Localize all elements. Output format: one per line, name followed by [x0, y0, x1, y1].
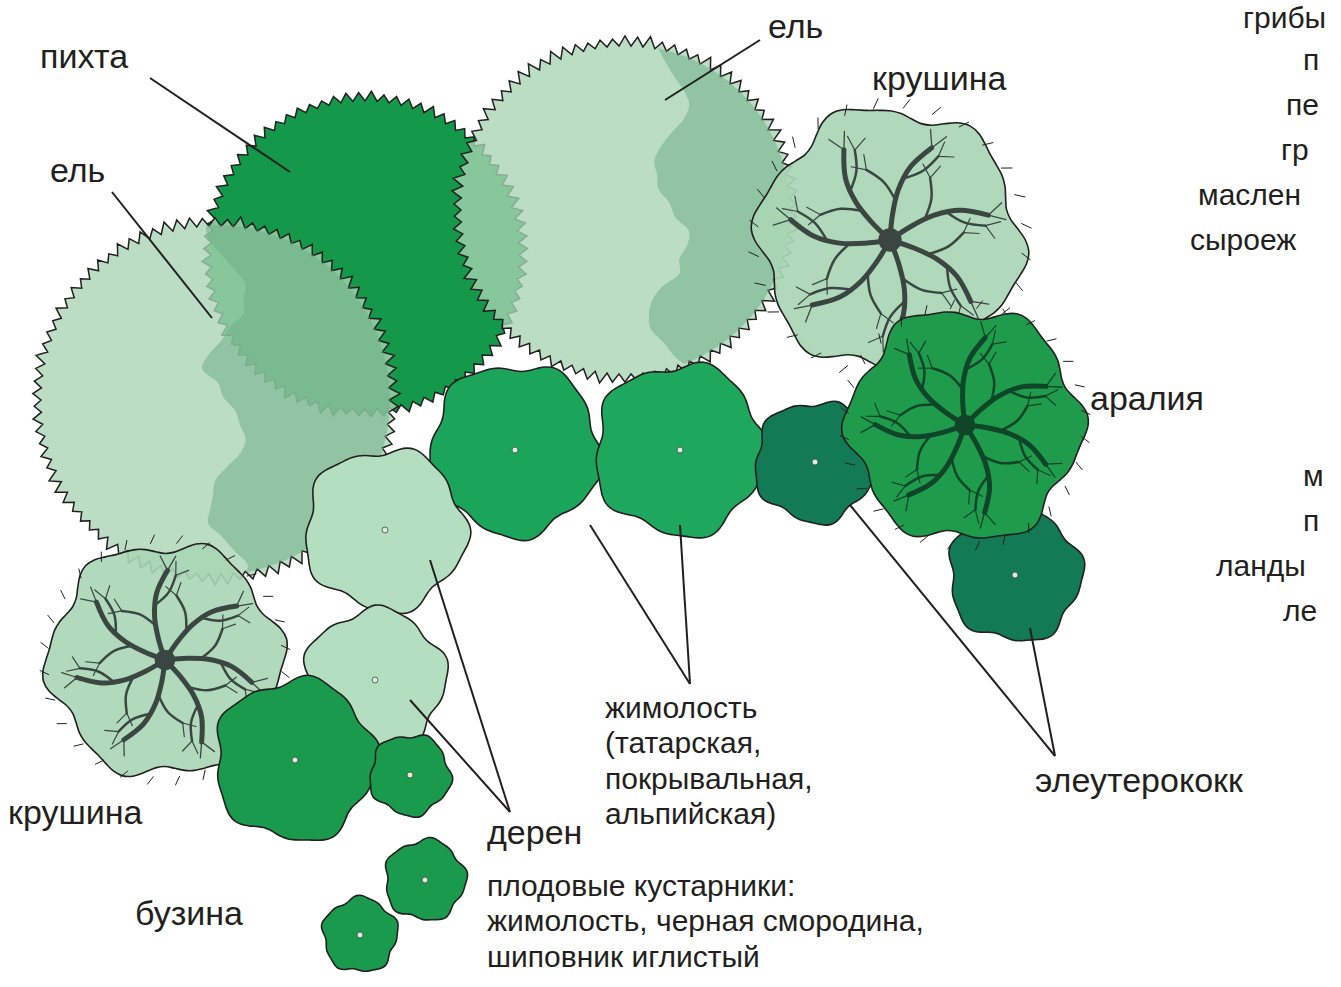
leader-line — [150, 78, 290, 172]
plant-label: пихта — [40, 36, 128, 76]
aralia-crown — [842, 312, 1089, 538]
plant-label: плодовые кустарники: жимолость, черная с… — [487, 868, 937, 974]
bush-center — [677, 447, 683, 453]
fruit-shrub — [322, 895, 399, 971]
plant-label: ель — [50, 150, 105, 190]
bush-center — [382, 527, 388, 533]
bush-center — [407, 772, 413, 778]
leader-line — [1030, 628, 1055, 756]
leader-line — [112, 192, 212, 318]
plant-crowns — [33, 18, 1090, 971]
honeysuckle-shrub — [596, 362, 771, 538]
partial-text: грибы — [1243, 0, 1326, 35]
leader-line — [850, 505, 1055, 756]
plant-label: элеутерококк — [1035, 760, 1243, 800]
plant-label: крушина — [8, 792, 142, 832]
leader-line — [680, 525, 690, 684]
leader-line — [665, 40, 760, 100]
branch-pattern — [840, 300, 1090, 550]
bush-center — [812, 459, 818, 465]
plant-label: ель — [768, 6, 823, 46]
plant-label: аралия — [1090, 378, 1204, 418]
fruit-shrub — [386, 837, 468, 919]
bush-center — [357, 932, 363, 938]
bush-center — [1012, 572, 1018, 578]
partial-text: п — [1303, 42, 1319, 77]
bush-center — [512, 447, 518, 453]
partial-text: гр — [1281, 132, 1309, 167]
partial-text: маслен — [1198, 177, 1301, 212]
partial-text: ле — [1283, 593, 1317, 628]
partial-text: сыроеж — [1190, 222, 1296, 257]
bush-center — [292, 757, 298, 763]
leader-line — [410, 700, 510, 812]
dogwood-shrub — [306, 448, 471, 613]
partial-text: ланды — [1216, 548, 1306, 583]
elder-shrub — [217, 675, 380, 840]
leader-line — [590, 525, 690, 684]
bush-center — [372, 677, 378, 683]
bush-center — [422, 877, 428, 883]
fruit-shrub — [370, 735, 453, 817]
plant-label: дерен — [487, 812, 582, 852]
partial-text: п — [1303, 503, 1319, 538]
plant-label: бузина — [135, 893, 243, 933]
leader-lines — [112, 40, 1055, 812]
plant-label: крушина — [872, 58, 1006, 98]
plant-label: жимолость (татарская, покрывальная, альп… — [605, 690, 845, 832]
partial-text: пе — [1286, 87, 1319, 122]
partial-text: м — [1303, 458, 1324, 493]
leader-line — [430, 560, 510, 812]
